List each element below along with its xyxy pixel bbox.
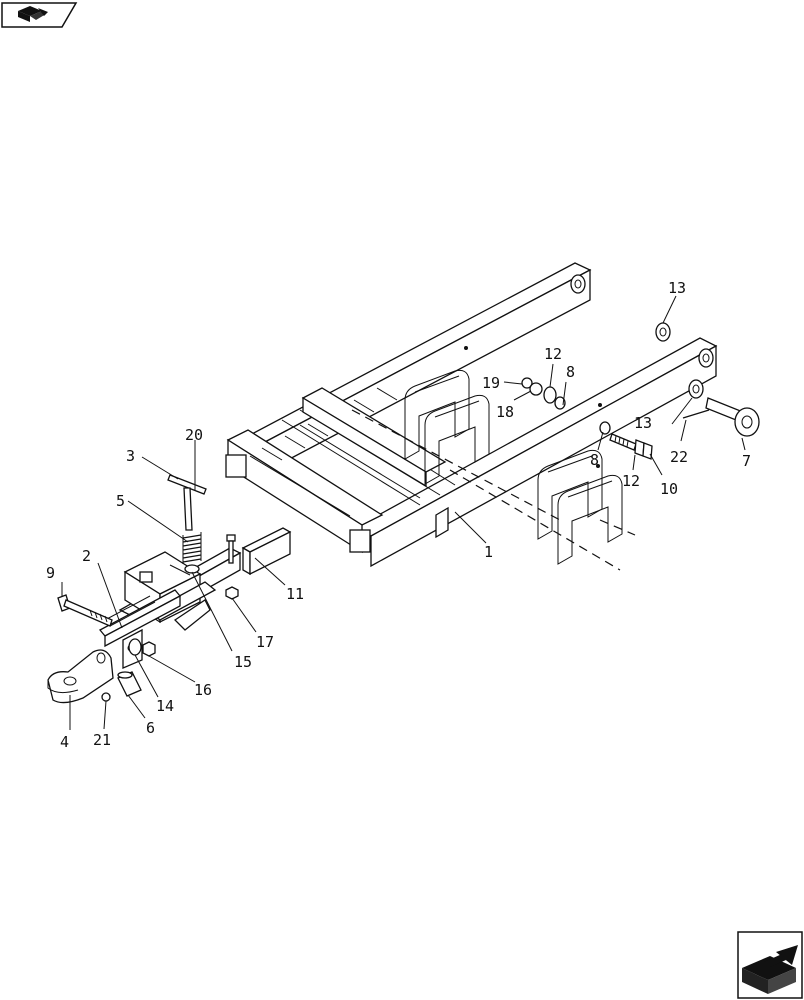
callout-10: 10 <box>660 480 678 498</box>
bolt-11 <box>226 534 236 564</box>
callout-labels: 1 2 3 4 5 6 7 8 8 9 10 11 12 12 13 13 14… <box>46 279 751 751</box>
lockwasher-18 <box>529 382 543 396</box>
next-nav-button[interactable] <box>737 931 803 999</box>
back-nav-button[interactable] <box>1 2 78 28</box>
washer-12-top <box>543 386 557 404</box>
callout-12-low: 12 <box>622 472 640 490</box>
bushing-8-top <box>554 396 566 410</box>
next-arrow-icon <box>742 945 798 994</box>
bolt-10 <box>609 433 653 460</box>
callout-14: 14 <box>156 697 174 715</box>
callout-22: 22 <box>670 448 688 466</box>
washer-14 <box>128 638 142 656</box>
leader-lines <box>61 295 746 730</box>
callout-21: 21 <box>93 731 111 749</box>
callout-19: 19 <box>482 374 500 392</box>
washer-13-mid <box>688 379 704 399</box>
spring <box>182 532 202 564</box>
callout-20: 20 <box>185 426 203 444</box>
callout-17: 17 <box>256 633 274 651</box>
callout-2: 2 <box>82 547 91 565</box>
reference-brackets <box>351 369 636 571</box>
main-frame <box>225 262 718 576</box>
nut-19 <box>521 377 533 389</box>
callout-9: 9 <box>46 564 55 582</box>
callout-8-low: 8 <box>590 451 599 469</box>
nut-17 <box>225 586 239 600</box>
bushing-8-low <box>599 421 611 435</box>
callout-1: 1 <box>484 543 493 561</box>
callout-15: 15 <box>234 653 252 671</box>
back-arrow-icon <box>18 6 48 22</box>
pin-6 <box>117 671 142 697</box>
callout-13-mid: 13 <box>634 414 652 432</box>
callout-7: 7 <box>742 452 751 470</box>
hitch-assembly <box>98 547 242 669</box>
callout-5: 5 <box>116 492 125 510</box>
callout-11: 11 <box>286 585 304 603</box>
callout-6: 6 <box>146 719 155 737</box>
bolt-9 <box>57 594 113 627</box>
callout-8-top: 8 <box>566 363 575 381</box>
washer-13-top <box>655 322 671 342</box>
hitch-pin-7 <box>705 397 760 437</box>
callout-12-top: 12 <box>544 345 562 363</box>
callout-18: 18 <box>496 403 514 421</box>
clevis <box>47 649 114 704</box>
callout-16: 16 <box>194 681 212 699</box>
plug-21 <box>101 692 111 702</box>
lock-pin <box>167 474 207 531</box>
callout-13-top: 13 <box>668 279 686 297</box>
callout-3: 3 <box>126 447 135 465</box>
callout-4: 4 <box>60 733 69 751</box>
nut-16 <box>142 641 156 657</box>
cotter-pin-22 <box>682 409 710 419</box>
